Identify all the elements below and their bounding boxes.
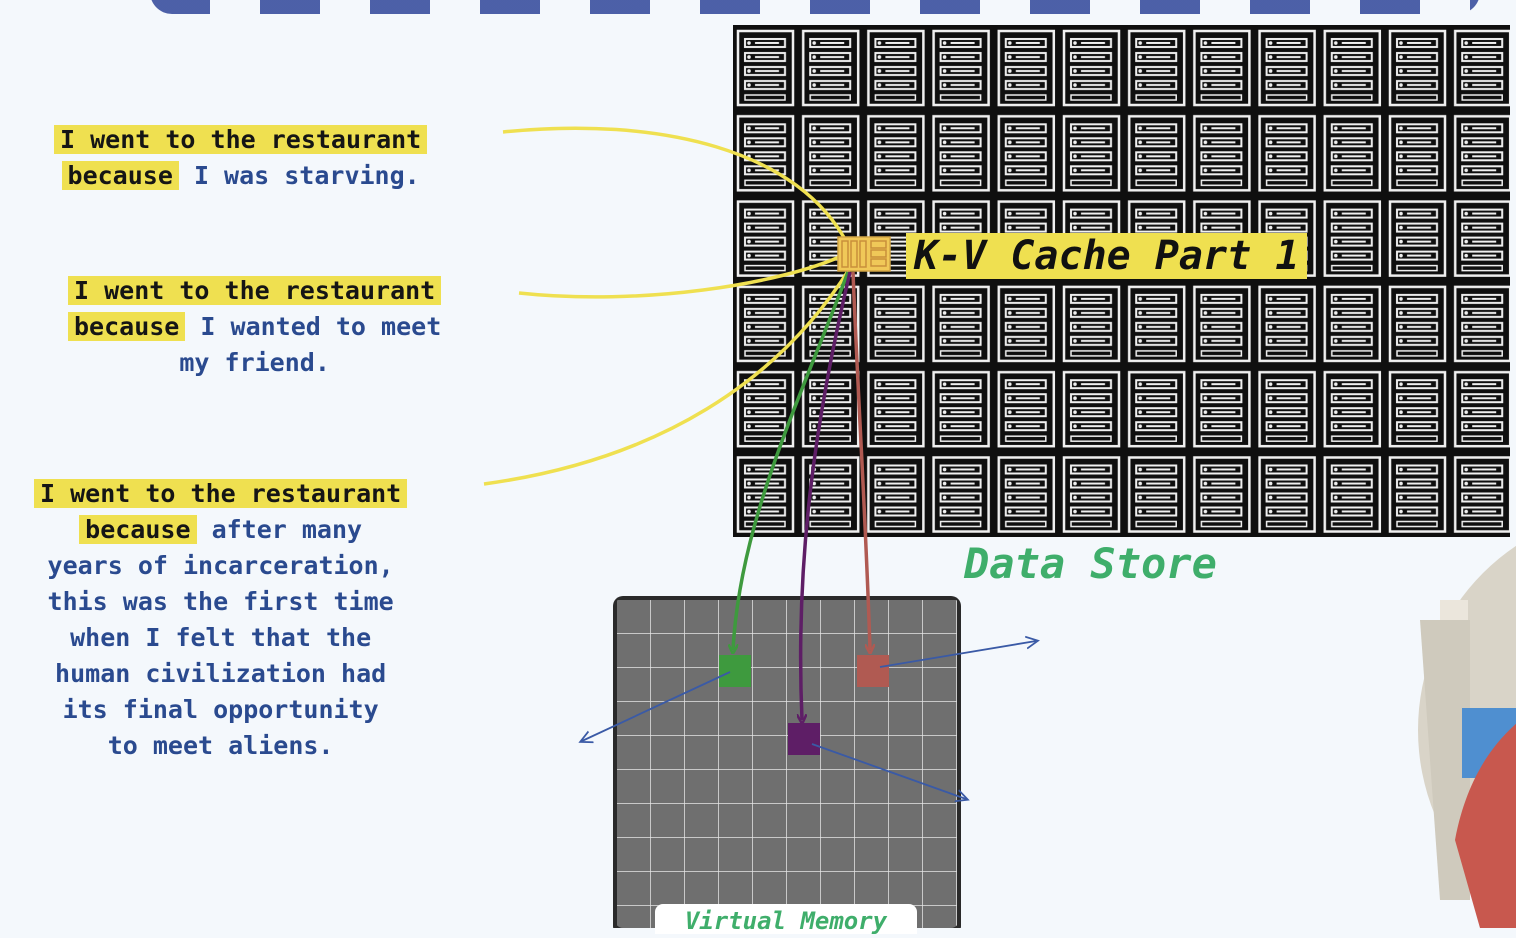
cache-to-memory-arrows [733, 271, 870, 720]
sentence-text: I wanted to meet [200, 312, 442, 341]
highlighted-phrase: because [68, 312, 186, 341]
sentence-line: to meet aliens. [34, 728, 407, 764]
sentence-line: this was the first time [34, 584, 407, 620]
sentence-line: I went to the restaurant [54, 122, 428, 158]
highlighted-phrase: because [79, 515, 197, 544]
sentence-text: I was starving. [193, 161, 420, 190]
sentence-line: human civilization had [34, 656, 407, 692]
highlighted-phrase: I went to the restaurant [34, 479, 408, 508]
connector-sentence-1 [502, 126, 850, 246]
sentence-line: I went to the restaurant [68, 273, 442, 309]
presenter-webcam-overlay [1418, 545, 1516, 928]
sentence-text: my friend. [179, 348, 330, 377]
sentence-1: I went to the restaurant because I was s… [54, 122, 428, 194]
sentence-connectors [483, 126, 852, 486]
memory-outgoing-arrows [582, 641, 1036, 799]
sentence-text: this was the first time [47, 587, 394, 616]
virtual-memory-grid [613, 596, 961, 928]
sentence-3: I went to the restaurant because after m… [34, 476, 408, 764]
arrow-blue-downright [811, 743, 966, 799]
sentence-2: I went to the restaurant because I wante… [68, 273, 441, 381]
arrow-purple [801, 271, 852, 720]
arrow-blue-upright [879, 641, 1036, 668]
sentence-line: years of incarceration, [34, 548, 407, 584]
sentence-text: when I felt that the [70, 623, 372, 652]
memory-block-icon [719, 655, 751, 687]
arrow-red [851, 271, 870, 650]
slide-title-fragment [150, 0, 1480, 14]
arrow-green [733, 271, 850, 650]
arrow-blue-left [582, 671, 731, 741]
highlighted-phrase: I went to the restaurant [68, 276, 442, 305]
kv-cache-label: K-V Cache Part 1 [906, 233, 1308, 279]
connector-sentence-3 [483, 267, 852, 486]
sentence-text: its final opportunity [62, 695, 379, 724]
highlighted-phrase: I went to the restaurant [54, 125, 428, 154]
memory-block-icon [857, 655, 889, 687]
memory-block-icon [788, 723, 820, 755]
sentence-line: when I felt that the [34, 620, 407, 656]
sentence-text: to meet aliens. [107, 731, 334, 760]
sentence-line: its final opportunity [34, 692, 407, 728]
sentence-text: human civilization had [55, 659, 387, 688]
sentence-line: because I was starving. [54, 158, 427, 194]
connector-sentence-2 [518, 252, 847, 299]
sentence-text: after many [211, 515, 363, 544]
data-store-label: Data Store [964, 539, 1217, 588]
highlighted-phrase: because [61, 161, 179, 190]
sentence-line: because after many [34, 512, 407, 548]
kv-cache-block-icon [837, 236, 891, 272]
sentence-line: I went to the restaurant [34, 476, 408, 512]
sentence-line: my friend. [68, 345, 441, 381]
sentence-text: years of incarceration, [47, 551, 394, 580]
virtual-memory-label: Virtual Memory [655, 904, 917, 935]
memory-blocks [719, 655, 889, 755]
sentence-line: because I wanted to meet [68, 309, 441, 345]
